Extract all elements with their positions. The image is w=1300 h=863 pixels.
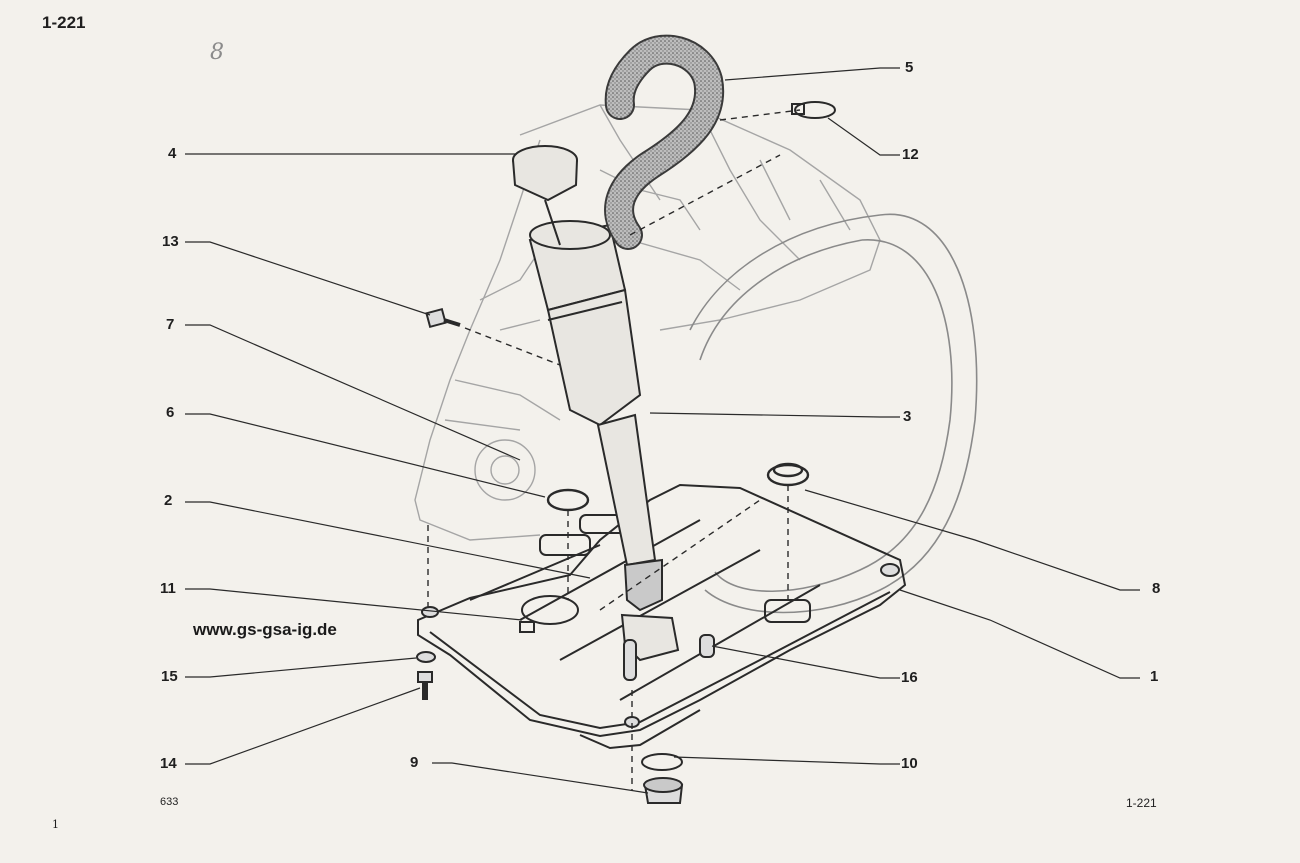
callout-3: 3: [903, 408, 912, 425]
website-watermark: www.gs-gsa-ig.de: [193, 620, 337, 639]
callout-10: 10: [901, 755, 918, 772]
mounting-studs: [421, 563, 900, 728]
callout-2: 2: [164, 492, 173, 509]
callout-15: 15: [161, 668, 178, 685]
callout-5: 5: [905, 59, 914, 76]
bell-housing-flange: [689, 213, 978, 614]
callout-1: 1: [1150, 668, 1159, 685]
callout-9: 9: [410, 754, 419, 771]
callout-13: 13: [162, 233, 179, 250]
callout-16: 16: [901, 669, 918, 686]
callout-11: 11: [160, 580, 176, 597]
oil-filler-tube: [528, 220, 657, 567]
washer-and-bolt: [416, 651, 436, 700]
callout-4: 4: [168, 145, 177, 162]
oil-pan: [417, 483, 907, 750]
clamp-11: [519, 595, 579, 633]
dipstick-cap: [512, 145, 578, 246]
drain-plug-and-ring: [641, 753, 684, 804]
footer-code: 633: [160, 796, 179, 808]
callout-12: 12: [902, 146, 919, 163]
breather-hose: [604, 34, 725, 250]
assembly-lines: [427, 109, 801, 790]
callout-6: 6: [166, 404, 175, 421]
dowel-16: [623, 634, 715, 681]
pencil-annotation: 8: [210, 40, 224, 65]
callout-7: 7: [166, 316, 175, 333]
callout-14: 14: [160, 755, 177, 772]
bolt-13: [425, 307, 461, 329]
callout-8: 8: [1152, 580, 1161, 597]
sheet-number: 1: [52, 818, 59, 831]
leader-lines: [185, 67, 1140, 794]
page-reference-top: 1-221: [42, 13, 86, 32]
footer-page-reference: 1-221: [1126, 796, 1157, 810]
hose-clamp: [791, 101, 836, 119]
